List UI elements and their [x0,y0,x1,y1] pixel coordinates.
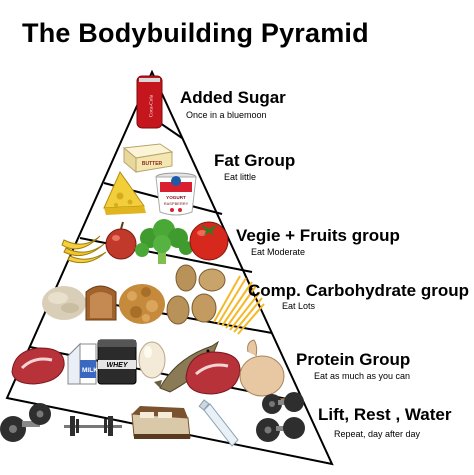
milk-carton-icon: MILK [67,342,98,385]
water-bottle-icon [198,399,239,447]
banana-icon [61,235,107,264]
pasta-icon [213,275,265,335]
tier-sub-lift-rest-water: Repeat, day after day [334,429,421,439]
tier-label-carbohydrate: Comp. Carbohydrate group [248,281,470,300]
yogurt-icon: YOGURT RASPBERRY [155,172,197,216]
tomato-icon [189,221,229,261]
bread-icon [85,285,117,321]
tier-sub-carbohydrate: Eat Lots [282,301,316,311]
tier-label-added-sugar: Added Sugar [180,88,286,107]
cereal-icon [119,284,165,324]
yogurt-label-top: YOGURT [166,195,186,200]
whey-label: WHEY [107,362,129,369]
bed-icon [131,406,191,439]
tier-label-lift-rest-water: Lift, Rest , Water [318,405,452,424]
steak-icon [11,347,65,385]
page-title: The Bodybuilding Pyramid [22,18,369,48]
yogurt-label-bottom: RASPBERRY [164,201,189,206]
steak-icon [185,351,241,395]
dumbbell-icon [0,403,51,442]
apple-icon [105,221,137,260]
cola-can-icon: Coca-Cola [136,75,163,129]
oats-icon [42,286,86,320]
butter-label: BUTTER [142,161,163,167]
barbell-icon [64,416,122,436]
pyramid-outline [5,69,334,466]
tier-label-vegie-fruits: Vegie + Fruits group [236,226,400,245]
cola-label: Coca-Cola [149,94,155,117]
broccoli-icon [135,219,193,264]
dumbbell-icon [256,392,305,442]
potato-icon [166,264,226,325]
tier-sub-protein: Eat as much as you can [314,371,411,381]
whey-tub-icon: WHEY [97,339,137,385]
tier-label-protein: Protein Group [296,350,411,369]
tier-sub-fat-group: Eat little [224,172,257,182]
milk-label: MILK [82,367,98,374]
tier-label-fat-group: Fat Group [214,151,296,170]
tier-sub-added-sugar: Once in a bluemoon [186,110,267,120]
egg-icon [138,341,166,379]
tier-sub-vegie-fruits: Eat Moderate [251,247,306,257]
cheese-icon [103,170,146,215]
butter-icon: BUTTER [122,143,174,174]
